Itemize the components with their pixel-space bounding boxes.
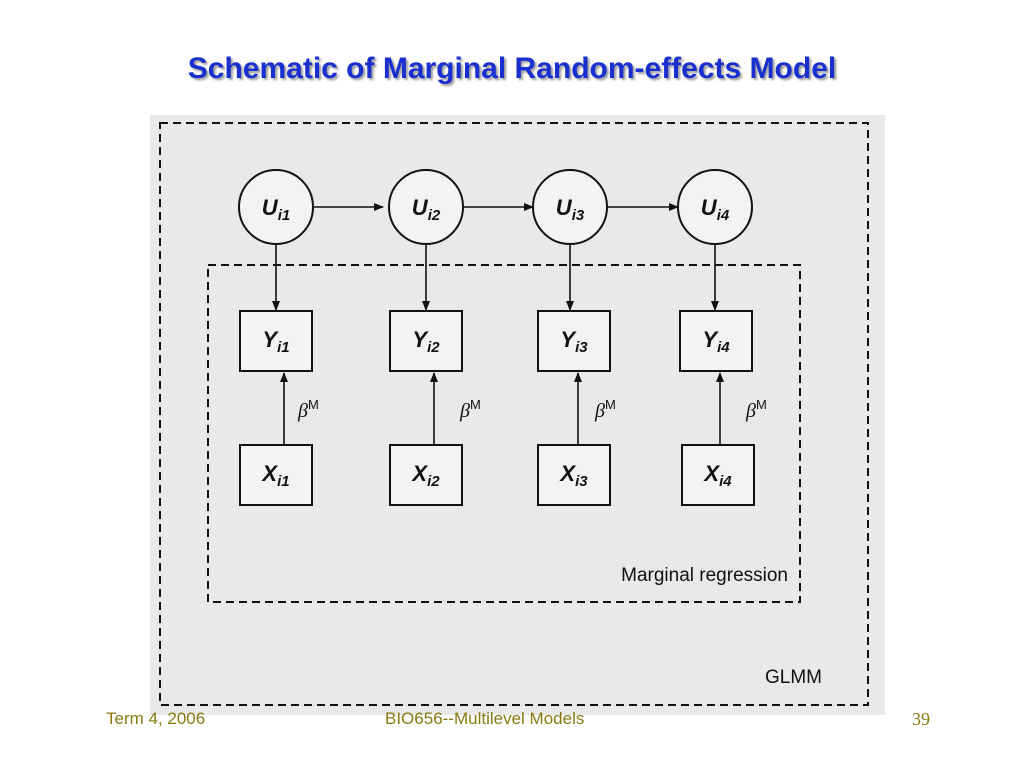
- beta-label-2: βM: [459, 397, 481, 422]
- x-node-4: [681, 444, 755, 506]
- column-4: Ui4 Yi4 βM Xi4: [677, 169, 767, 506]
- beta-label-4: βM: [745, 397, 767, 422]
- u-label-4: Ui4: [701, 195, 730, 224]
- x-node-1: [239, 444, 313, 506]
- y-label-3: Yi3: [560, 327, 588, 356]
- y-label-2: Yi2: [412, 327, 440, 356]
- marginal-regression-box: [207, 264, 801, 603]
- x-label-2: Xi2: [410, 461, 440, 490]
- x-node-3: [537, 444, 611, 506]
- page-number: 39: [912, 709, 930, 729]
- column-3: Ui3 Yi3 βM Xi3: [532, 169, 616, 506]
- diagram-svg: Ui1 Yi1 βM Xi1 Ui2 Yi2 βM Xi2 Ui3: [159, 122, 869, 706]
- y-label-4: Yi4: [702, 327, 730, 356]
- u-label-1: Ui1: [262, 195, 290, 224]
- beta-label-1: βM: [297, 397, 319, 422]
- u-label-2: Ui2: [412, 195, 441, 224]
- y-node-4: [679, 310, 753, 372]
- glmm-label: GLMM: [765, 667, 822, 688]
- y-label-1: Yi1: [262, 327, 289, 356]
- x-label-4: Xi4: [702, 461, 732, 490]
- x-label-1: Xi1: [260, 461, 289, 490]
- glmm-box: [159, 122, 869, 706]
- y-node-3: [537, 310, 611, 372]
- y-node-1: [239, 310, 313, 372]
- footer-term: Term 4, 2006: [106, 709, 206, 728]
- x-label-3: Xi3: [558, 461, 588, 490]
- marginal-regression-label: Marginal regression: [621, 565, 788, 586]
- y-node-2: [389, 310, 463, 372]
- footer-course: BIO656--Multilevel Models: [385, 709, 585, 728]
- u-label-3: Ui3: [556, 195, 585, 224]
- column-2: Ui2 Yi2 βM Xi2: [388, 169, 481, 506]
- x-node-2: [389, 444, 463, 506]
- column-1: Ui1 Yi1 βM Xi1: [238, 169, 319, 506]
- beta-label-3: βM: [594, 397, 616, 422]
- diagram-figure: Ui1 Yi1 βM Xi1 Ui2 Yi2 βM Xi2 Ui3: [150, 115, 885, 715]
- slide-title: Schematic of Marginal Random-effects Mod…: [187, 52, 837, 85]
